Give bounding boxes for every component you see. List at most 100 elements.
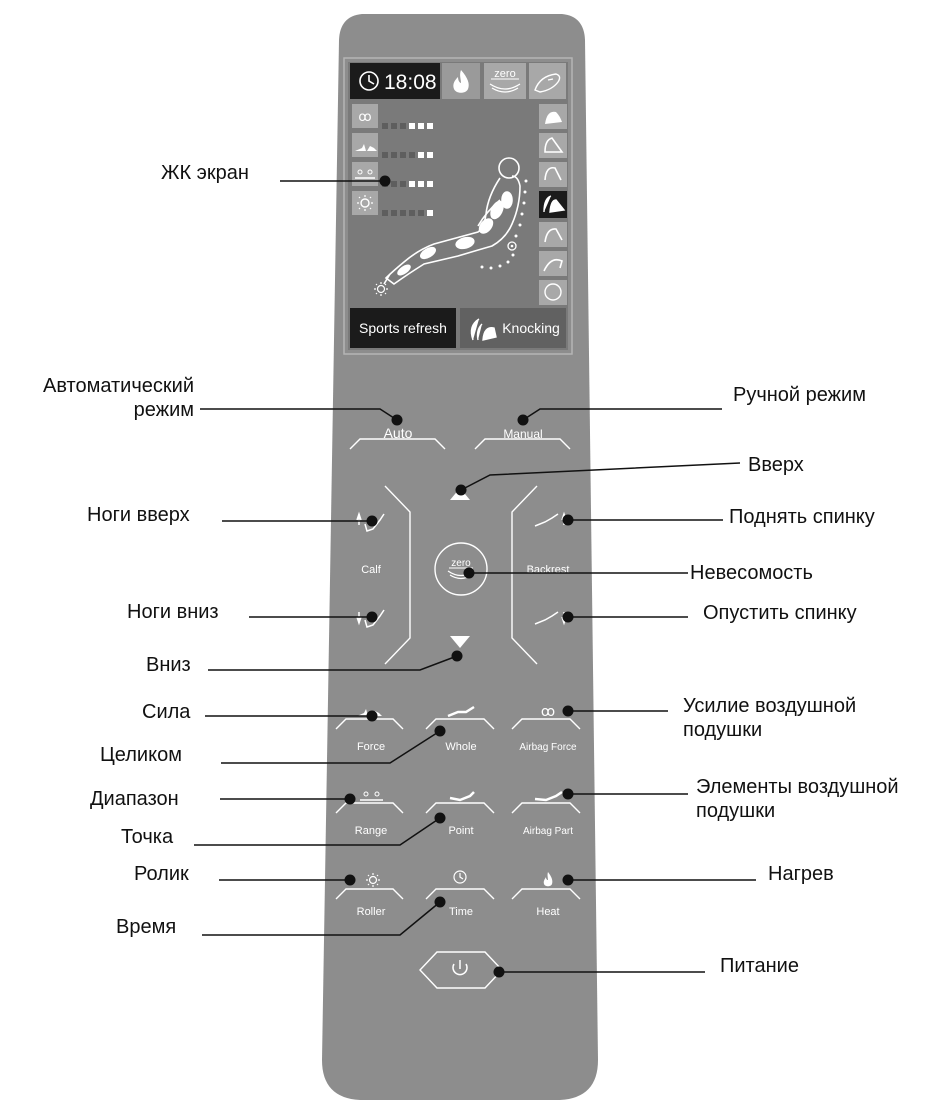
roller-button[interactable]: Roller <box>335 873 404 918</box>
callout-backrest-up: Поднять спинку <box>729 506 875 528</box>
airbag-icon: ꝏ <box>358 110 371 125</box>
down-arrow-icon <box>450 636 470 648</box>
knocking-small-icon <box>470 318 497 341</box>
rolling-icon <box>539 222 567 247</box>
callout-power: Питание <box>720 955 799 977</box>
mode-label-box <box>350 308 456 348</box>
zero-status-label: zero <box>494 68 515 80</box>
heat-button[interactable]: Heat <box>511 872 581 918</box>
callout-airbag-force-line2: подушки <box>683 719 763 741</box>
intensity-row-roller <box>352 191 433 216</box>
callout-lines <box>194 180 756 973</box>
shiatsu-icon <box>539 162 567 187</box>
manual-label: Manual <box>503 427 542 441</box>
callout-auto: Автоматический режим <box>8 374 194 422</box>
auto-label: Auto <box>384 425 413 441</box>
callout-time: Время <box>116 916 177 938</box>
callout-lcd: ЖК экран <box>161 162 249 184</box>
callout-auto-line2: режим <box>133 399 194 421</box>
backrest-bracket <box>511 485 538 665</box>
range-icon <box>363 791 369 797</box>
calf-label: Calf <box>361 564 382 576</box>
clock-box <box>350 63 440 99</box>
intensity-row-force <box>352 133 433 158</box>
callout-heat: Нагрев <box>768 863 834 885</box>
clock-icon <box>359 71 379 91</box>
airbag-force-button[interactable]: ꝏ Airbag Force <box>511 704 581 753</box>
mode-label: Sports refresh <box>359 320 447 336</box>
recline-icon <box>489 83 521 93</box>
callout-manual: Ручной режим <box>733 384 866 406</box>
legs-up-button[interactable] <box>356 511 385 532</box>
whole-label: Whole <box>445 741 476 753</box>
massage-status-tile <box>529 63 566 99</box>
callout-legs-down: Ноги вниз <box>127 601 219 623</box>
sun-icon <box>360 198 370 208</box>
heat-icon <box>543 872 553 887</box>
callout-airbag-part: Элементы воздушной подушки <box>696 775 899 823</box>
timer-icon <box>453 870 467 884</box>
callout-roller: Ролик <box>134 863 189 885</box>
airbag-part-label: Airbag Part <box>523 826 573 837</box>
technique-label-box <box>460 308 566 348</box>
zero-status-tile <box>484 63 526 99</box>
target-icon <box>507 241 517 251</box>
massage-track-dots <box>480 179 528 270</box>
callout-dots <box>344 175 574 978</box>
technique-icons <box>539 104 567 305</box>
range-button[interactable]: Range <box>335 791 404 837</box>
callout-point: Точка <box>121 826 174 848</box>
auto-button[interactable]: Auto <box>349 410 446 450</box>
whole-button[interactable]: Whole <box>425 705 495 753</box>
callout-zero-gravity: Невесомость <box>690 562 813 584</box>
callout-force: Сила <box>142 701 191 723</box>
flame-icon <box>453 70 469 93</box>
callout-range: Диапазон <box>90 788 179 810</box>
time-button[interactable]: Time <box>425 870 495 918</box>
airbag-force-icon: ꝏ <box>541 704 555 720</box>
lcd-bezel <box>343 57 573 355</box>
manual-button[interactable]: Manual <box>474 427 571 450</box>
airbag-force-label: Airbag Force <box>519 742 577 753</box>
zero-gravity-label: zero <box>451 558 471 569</box>
force-icon <box>355 144 377 151</box>
body-figure <box>383 157 521 285</box>
whole-body-icon <box>447 705 475 718</box>
callout-down: Вниз <box>146 654 191 676</box>
callout-whole: Целиком <box>100 744 182 766</box>
airbag-part-icon <box>534 790 563 802</box>
technique-label: Knocking <box>502 320 560 336</box>
force-label: Force <box>357 741 385 753</box>
roller-status-icon <box>374 282 388 296</box>
stretch-icon <box>539 251 567 276</box>
calf-bracket <box>384 485 411 665</box>
clock-time: 18:08 <box>384 71 437 94</box>
lcd-screen <box>348 62 568 350</box>
heat-label: Heat <box>536 906 559 918</box>
backrest-label: Backrest <box>527 564 570 576</box>
roller-icon <box>366 873 380 887</box>
power-icon <box>452 963 468 976</box>
callout-airbag-force-line1: Усилие воздушной <box>683 695 857 717</box>
callout-airbag-part-line2: подушки <box>696 800 776 822</box>
intensity-row-airbag: ꝏ <box>352 104 433 129</box>
time-label: Time <box>449 906 473 918</box>
roller-label: Roller <box>357 906 386 918</box>
callout-legs-up: Ноги вверх <box>87 504 190 526</box>
legs-up-icon <box>356 511 385 532</box>
point-label: Point <box>448 825 473 837</box>
callout-airbag-part-line1: Элементы воздушной <box>696 776 899 798</box>
airbag-part-button[interactable]: Airbag Part <box>511 790 581 837</box>
point-button[interactable]: Point <box>425 791 495 837</box>
callout-backrest-down: Опустить спинку <box>703 602 857 624</box>
down-button[interactable] <box>450 636 470 648</box>
intensity-row-range <box>352 162 433 187</box>
callout-auto-line1: Автоматический <box>43 375 194 397</box>
callout-airbag-force: Усилие воздушной подушки <box>683 694 856 742</box>
point-icon <box>449 791 475 802</box>
range-label: Range <box>355 825 387 837</box>
callout-up: Вверх <box>748 454 804 476</box>
tapping-icon <box>539 133 567 158</box>
foot-massage-icon <box>534 73 561 93</box>
